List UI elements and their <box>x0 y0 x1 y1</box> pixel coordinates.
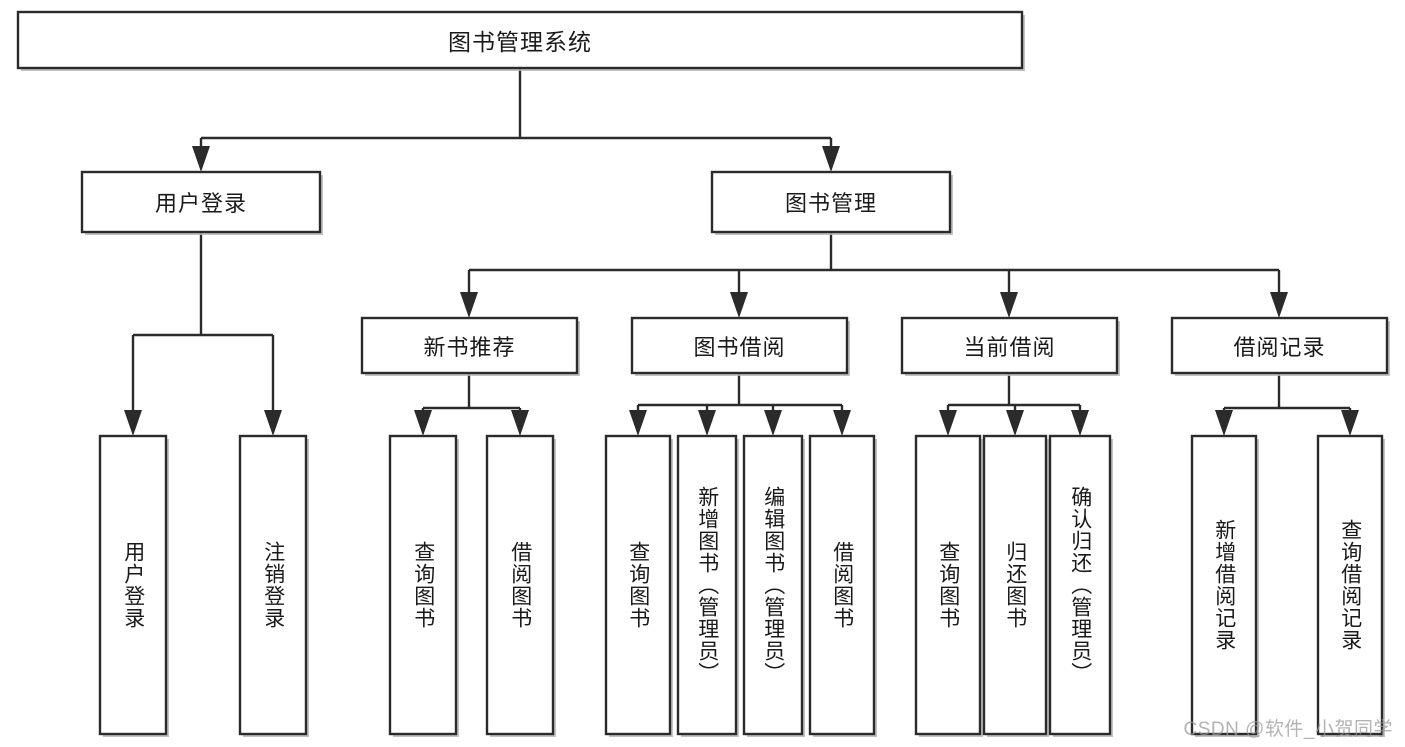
node-box-level2-1[interactable] <box>710 170 952 234</box>
arrow-head-icon <box>822 146 840 172</box>
arrow-head-icon <box>730 292 748 318</box>
node-box-leaf-9[interactable] <box>982 434 1048 736</box>
node-box-leaf-5[interactable] <box>676 434 738 736</box>
arrow-head-icon <box>629 410 647 436</box>
arrow-head-icon <box>192 146 210 172</box>
arrow-head-icon <box>1000 292 1018 318</box>
arrow-head-icon <box>764 410 782 436</box>
node-box-leaf-6[interactable] <box>742 434 804 736</box>
arrow-head-icon <box>264 410 282 436</box>
node-box-leaf-8[interactable] <box>914 434 982 736</box>
arrow-head-icon <box>511 410 529 436</box>
node-box-leaf-3[interactable] <box>485 434 555 736</box>
node-box-leaf-1[interactable] <box>238 434 308 736</box>
node-box-level3-1[interactable] <box>630 316 849 375</box>
node-box-level3-0[interactable] <box>360 316 579 375</box>
arrow-head-icon <box>1215 410 1233 436</box>
arrow-head-icon <box>939 410 957 436</box>
node-box-leaf-12[interactable] <box>1316 434 1384 736</box>
arrow-head-icon <box>1006 410 1024 436</box>
node-box-root[interactable] <box>16 10 1024 70</box>
node-box-level3-2[interactable] <box>900 316 1119 375</box>
arrow-head-icon <box>833 410 851 436</box>
node-box-level2-0[interactable] <box>80 170 322 234</box>
node-box-leaf-11[interactable] <box>1190 434 1258 736</box>
connectors-layer <box>124 68 1359 436</box>
node-box-leaf-4[interactable] <box>604 434 672 736</box>
node-box-leaf-7[interactable] <box>808 434 876 736</box>
arrow-head-icon <box>1270 292 1288 318</box>
arrow-head-icon <box>124 410 142 436</box>
node-box-leaf-2[interactable] <box>388 434 458 736</box>
arrow-head-icon <box>414 410 432 436</box>
node-box-leaf-10[interactable] <box>1048 434 1112 736</box>
arrow-head-icon <box>1071 410 1089 436</box>
arrow-head-icon <box>1341 410 1359 436</box>
boxes-layer <box>16 10 1390 737</box>
node-box-level3-3[interactable] <box>1170 316 1389 375</box>
arrow-head-icon <box>698 410 716 436</box>
node-box-leaf-0[interactable] <box>98 434 168 736</box>
arrow-head-icon <box>460 292 478 318</box>
